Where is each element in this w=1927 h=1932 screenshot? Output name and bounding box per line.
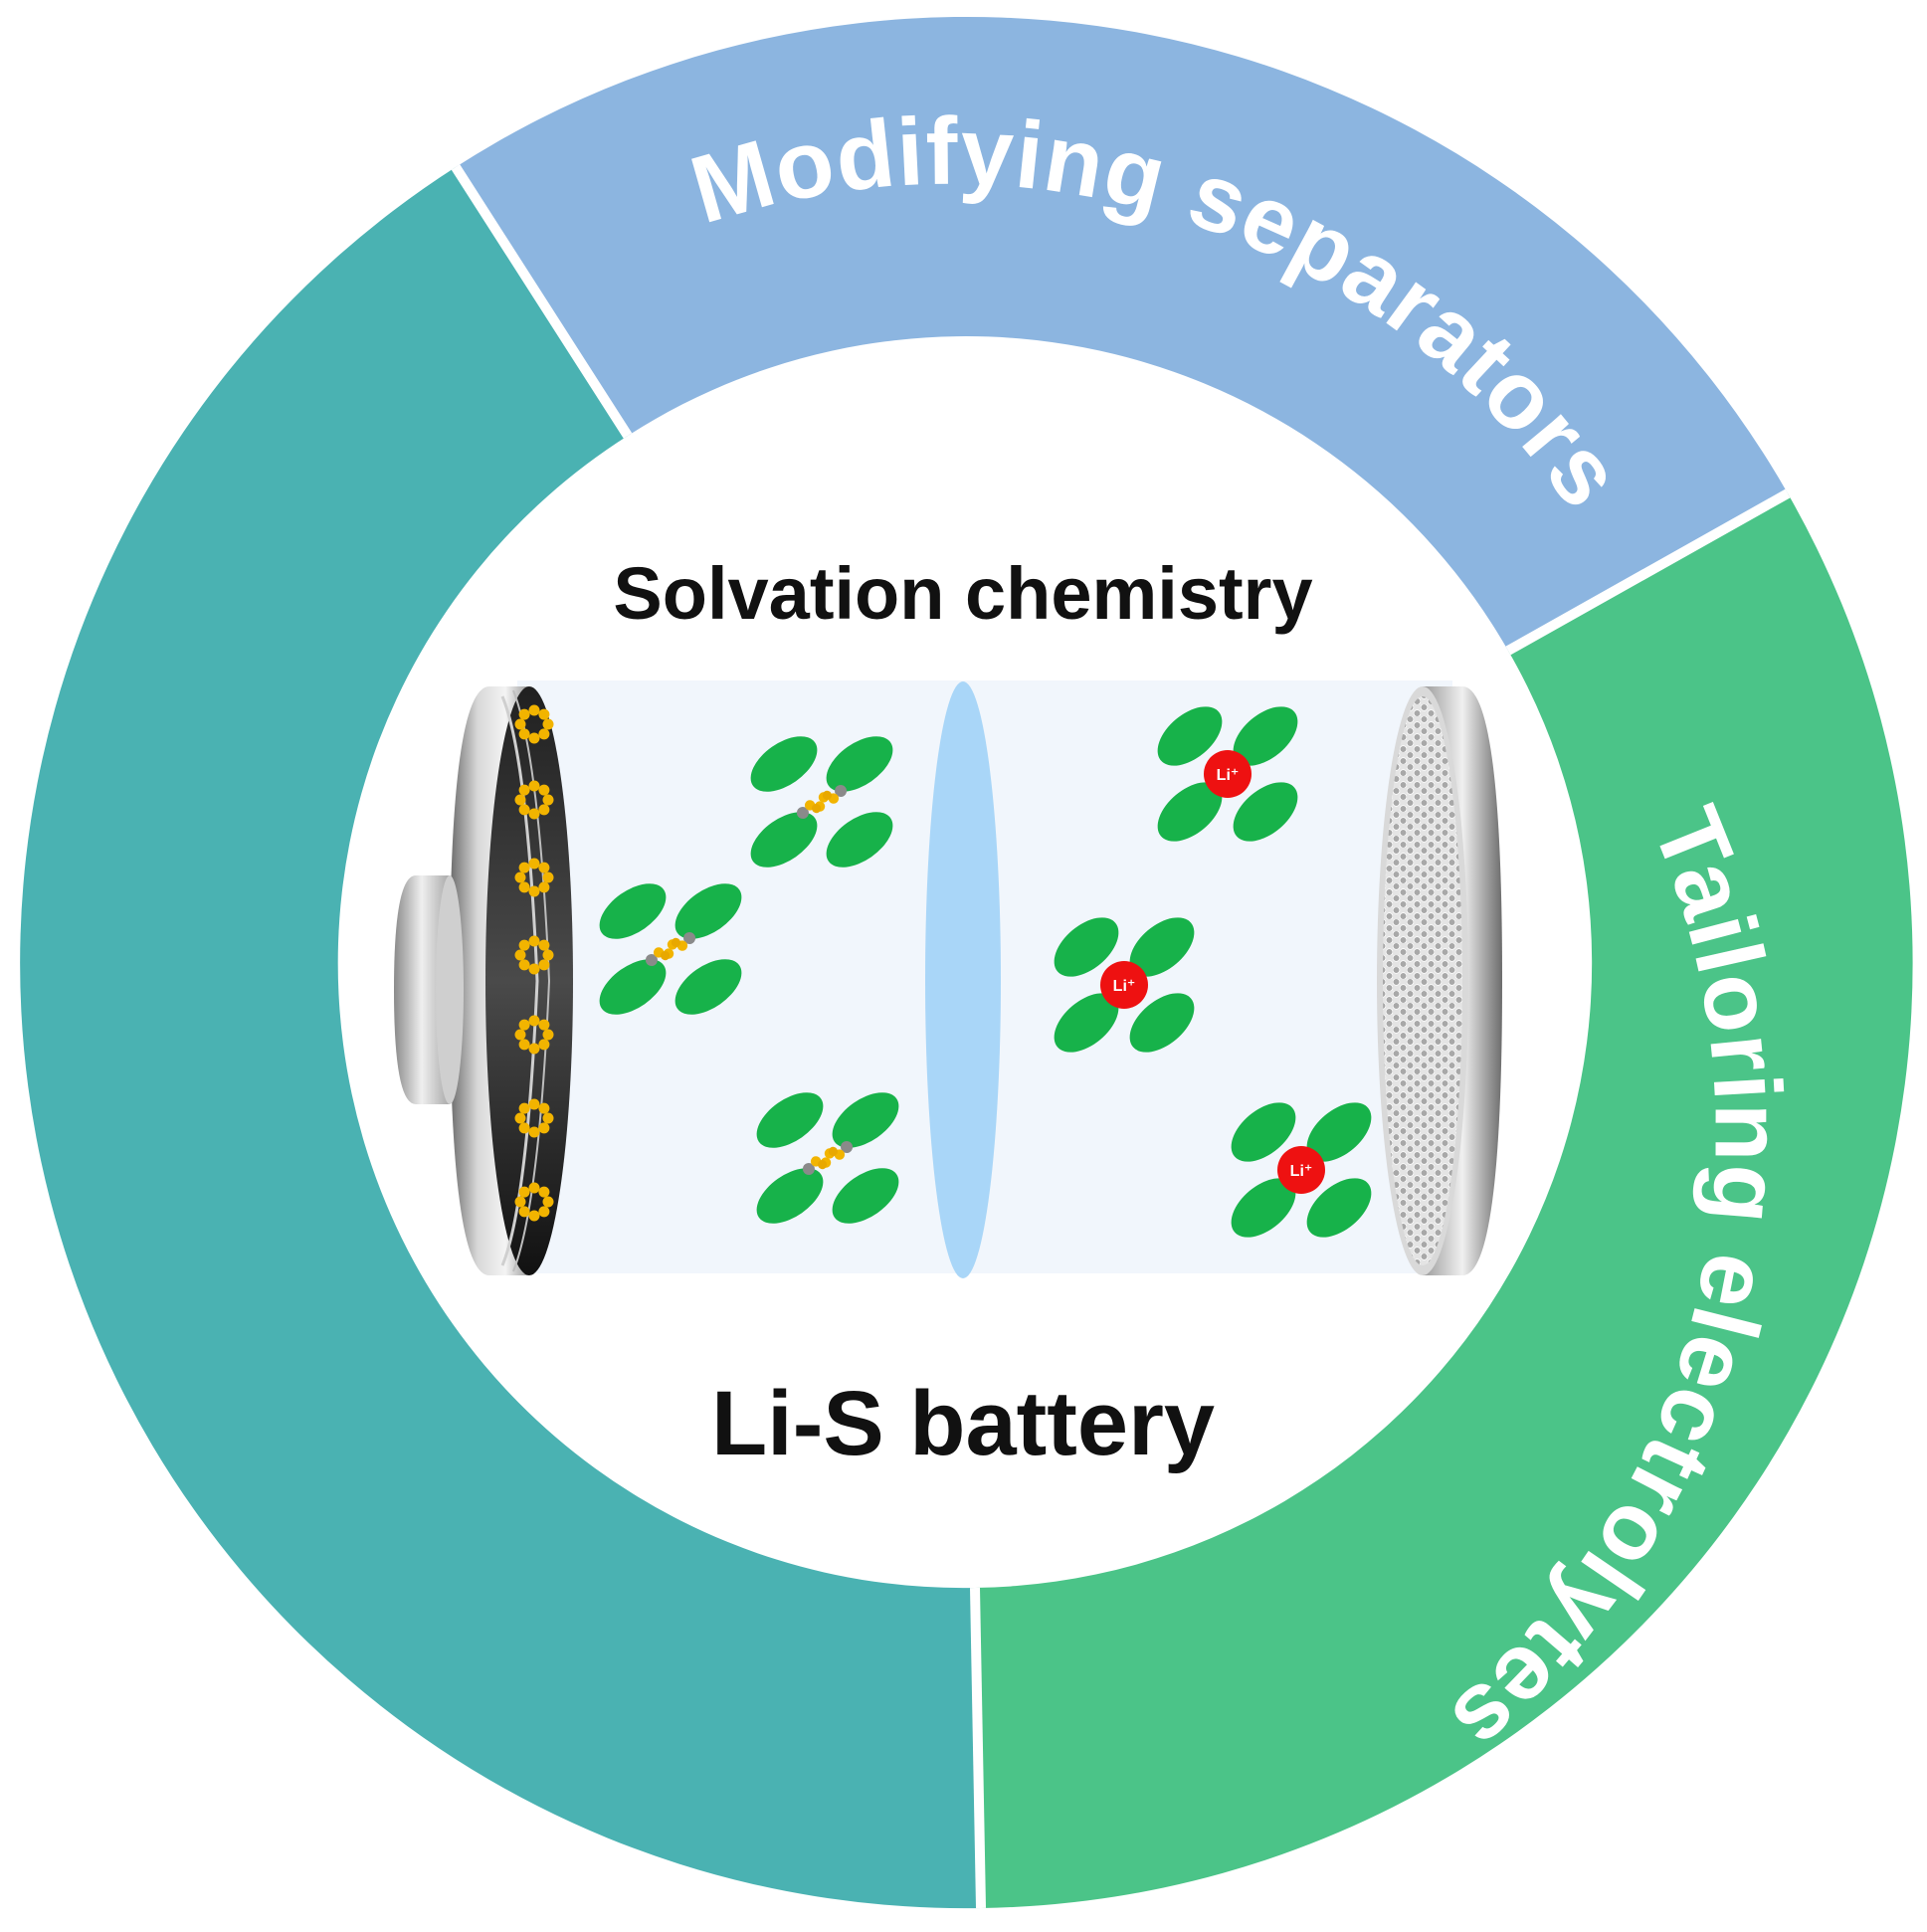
sulfur-ring-icon <box>514 1098 554 1138</box>
ring-segment-host-materials <box>20 167 981 1909</box>
center-title: Solvation chemistry <box>613 552 1312 635</box>
sulfur-ring-icon <box>514 1015 554 1055</box>
solvated-lithium-ion-group: Li⁺ Li⁺ Li⁺ <box>1054 706 1372 1238</box>
solvated-lithium-ion-icon: Li⁺ <box>1157 706 1298 842</box>
lithium-ion-label: Li⁺ <box>1290 1163 1313 1180</box>
solvated-lithium-ion-icon: Li⁺ <box>1231 1102 1372 1238</box>
strategy-ring <box>20 16 1913 1909</box>
ring-divider <box>1505 488 1791 656</box>
ring-segment-electrolytes <box>975 493 1913 1908</box>
sulfur-ring-icon <box>514 935 554 975</box>
sulfur-ring-icon <box>514 858 554 897</box>
sulfur-ring-icon <box>514 1182 554 1222</box>
lithium-ion-label: Li⁺ <box>1217 767 1240 784</box>
center-subtitle: Li-S battery <box>711 1373 1215 1474</box>
ring-segment-separators <box>456 16 1788 652</box>
separator-membrane-icon <box>925 681 1001 1278</box>
lithium-ion-label: Li⁺ <box>1113 978 1136 995</box>
solvated-lithium-ion-icon: Li⁺ <box>1054 917 1195 1053</box>
center-panel: Solvation chemistry Li-S battery Li⁺Li⁺L… <box>394 552 1502 1474</box>
ring-divider <box>451 164 633 439</box>
lithium-anode-disk-icon <box>394 686 573 1275</box>
sulfur-cathode-disk-icon <box>1377 686 1502 1275</box>
sulfur-ring-icon <box>514 704 554 744</box>
ring-divider <box>970 1587 986 1909</box>
sulfur-ring-icons <box>514 704 554 1222</box>
sulfur-ring-icon <box>514 780 554 820</box>
